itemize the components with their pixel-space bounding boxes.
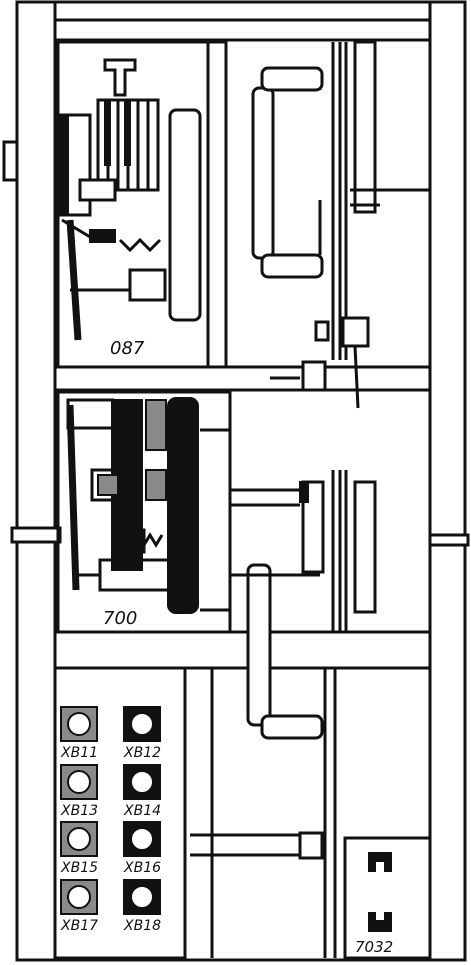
cabinet-outline: [15, 0, 467, 962]
connector-hole: [130, 770, 154, 794]
connector-xb17: XB17: [60, 879, 98, 934]
connector-label: XB11: [60, 745, 98, 761]
part-label: 7032: [355, 938, 393, 956]
connector-label: XB12: [123, 745, 161, 761]
connector-hole: [67, 827, 91, 851]
clip-icon-upper: [368, 852, 392, 872]
connector-hole: [130, 885, 154, 909]
clip-icon-lower: [368, 912, 392, 932]
connector-label: XB17: [60, 918, 98, 934]
connector-hole: [130, 827, 154, 851]
label-plate: [343, 836, 432, 960]
side-handle: [2, 140, 19, 182]
connector-hole: [67, 712, 91, 736]
connector-label: XB13: [60, 803, 98, 819]
connector-xb18: XB18: [123, 879, 161, 934]
connector-label: XB14: [123, 803, 161, 819]
connector-xb12: XB12: [123, 706, 161, 761]
connector-xb14: XB14: [123, 764, 161, 819]
connector-label: XB15: [60, 860, 98, 876]
connector-hole: [67, 885, 91, 909]
connector-xb13: XB13: [60, 764, 98, 819]
connector-hole: [130, 712, 154, 736]
connector-label: XB18: [123, 918, 161, 934]
connector-hole: [67, 770, 91, 794]
connector-xb15: XB15: [60, 821, 98, 876]
side-latch-right: [428, 533, 470, 547]
module-label-lower: 700: [103, 608, 137, 629]
dark-plate: [167, 397, 199, 614]
connector-xb11: XB11: [60, 706, 98, 761]
side-latch-left: [10, 526, 62, 544]
module-label-upper: 087: [110, 338, 145, 359]
connector-xb16: XB16: [123, 821, 161, 876]
connector-label: XB16: [123, 860, 161, 876]
